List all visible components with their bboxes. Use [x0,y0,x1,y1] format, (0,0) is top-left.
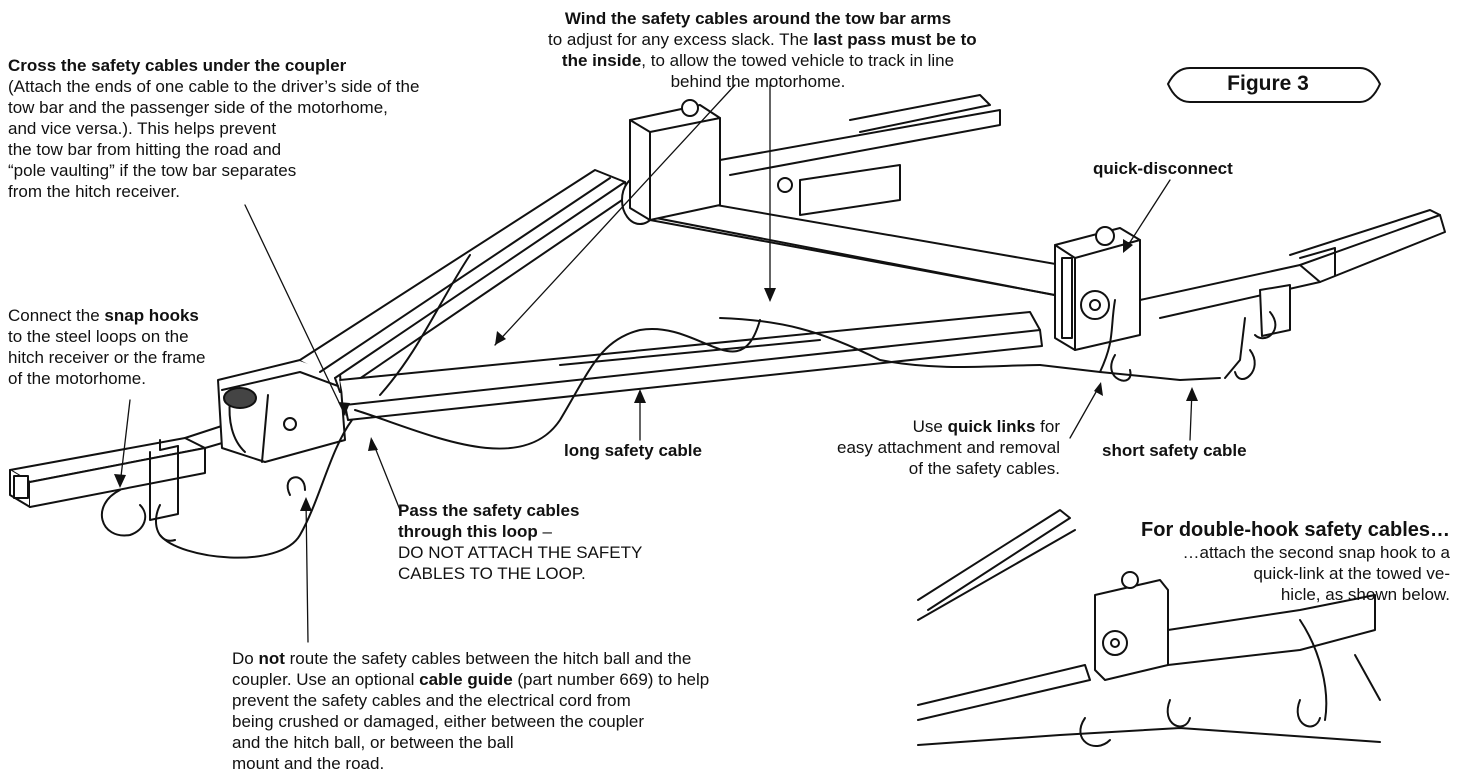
cross-cables-line: “pole vaulting” if the tow bar separates [8,161,297,180]
callout-do-not-route: Do not route the safety cables between t… [232,648,709,774]
cross-cables-line: the tow bar from hitting the road and [8,140,282,159]
cross-cables-line: and vice versa.). This helps prevent [8,119,277,138]
cross-cables-line: tow bar and the passenger side of the mo… [8,98,388,117]
wind-cables-text: , to allow the towed vehicle to track in… [641,51,955,70]
quick-links-line: of the safety cables. [908,459,1060,478]
pass-through-line: CABLES TO THE LOOP. [398,564,586,583]
snap-hooks-bold: snap hooks [104,306,199,325]
long-cable-label: long safety cable [564,441,702,460]
callout-double-hook: For double-hook safety cables… …attach t… [1020,518,1450,605]
do-not-route-line: mount and the road. [232,754,385,773]
wind-cables-bold: the inside [561,51,642,70]
quick-links-line: easy attachment and removal [836,438,1060,457]
wind-cables-heading: Wind the safety cables around the tow ba… [564,9,952,28]
callout-quick-disconnect: quick-disconnect [1093,158,1233,179]
quick-links-text: Use [912,417,948,436]
wind-cables-bold: last pass must be to [813,30,977,49]
callout-quick-links: Use quick links for easy attachment and … [770,416,1060,479]
pass-through-line: DO NOT ATTACH THE SAFETY [398,543,643,562]
pass-through-heading: through this loop [398,522,538,541]
do-not-route-bold: not [258,649,285,668]
left-bracket [629,94,1001,221]
do-not-route-text: coupler. Use an optional [232,670,420,689]
callout-pass-through: Pass the safety cables through this loop… [398,500,642,584]
callout-short-cable: short safety cable [1102,440,1247,461]
do-not-route-bold: cable guide [419,670,513,689]
figure-badge-outline [1166,67,1382,103]
pass-through-dash: – [537,522,552,541]
snap-hooks-line: of the motorhome. [8,369,146,388]
snap-hooks-text: Connect the [8,306,105,325]
do-not-route-line: being crushed or damaged, either between… [232,712,645,731]
wind-cables-text: behind the motorhome. [670,72,846,91]
do-not-route-line: and the hitch ball, or between the ball [232,733,514,752]
figure-label: Figure 3 [1168,66,1368,102]
double-hook-line: quick-link at the towed ve- [1253,564,1450,583]
coupler [217,359,346,463]
double-hook-line: hicle, as shown below. [1280,585,1450,604]
do-not-route-text: (part number 669) to help [512,670,710,689]
cross-cables-line: (Attach the ends of one cable to the dri… [8,77,420,96]
figure-label-text: Figure 3 [1227,72,1309,95]
pass-through-heading: Pass the safety cables [398,501,580,520]
cross-cables-heading: Cross the safety cables under the couple… [8,56,347,75]
snap-hooks-line: to the steel loops on the [8,327,189,346]
inset-double-hook [917,509,1381,747]
right-bracket [1054,209,1446,351]
short-cable-label: short safety cable [1102,441,1247,460]
quick-disconnect-label: quick-disconnect [1093,159,1233,178]
do-not-route-text: Do [232,649,259,668]
arrow-heads [114,239,1198,511]
double-hook-heading: For double-hook safety cables… [1141,519,1450,541]
double-hook-line: …attach the second snap hook to a [1182,543,1450,562]
wind-cables-text: to adjust for any excess slack. The [548,30,814,49]
cross-cables-line: from the hitch receiver. [8,182,180,201]
snap-hooks-line: hitch receiver or the frame [8,348,206,367]
tow-bar-arms [299,169,1091,421]
leader-lines [119,84,1193,643]
do-not-route-line: prevent the safety cables and the electr… [232,691,631,710]
callout-snap-hooks: Connect the snap hooks to the steel loop… [8,305,205,389]
callout-long-cable: long safety cable [564,440,702,461]
safety-cables [159,254,1246,559]
tow-bar-diagram [9,67,1446,747]
snap-hooks [101,311,1277,542]
quick-links-text: for [1035,417,1060,436]
callout-wind-cables: Wind the safety cables around the tow ba… [548,8,977,92]
callout-cross-cables: Cross the safety cables under the couple… [8,55,419,202]
quick-links-bold: quick links [947,417,1036,436]
do-not-route-text: route the safety cables between the hitc… [284,649,692,668]
